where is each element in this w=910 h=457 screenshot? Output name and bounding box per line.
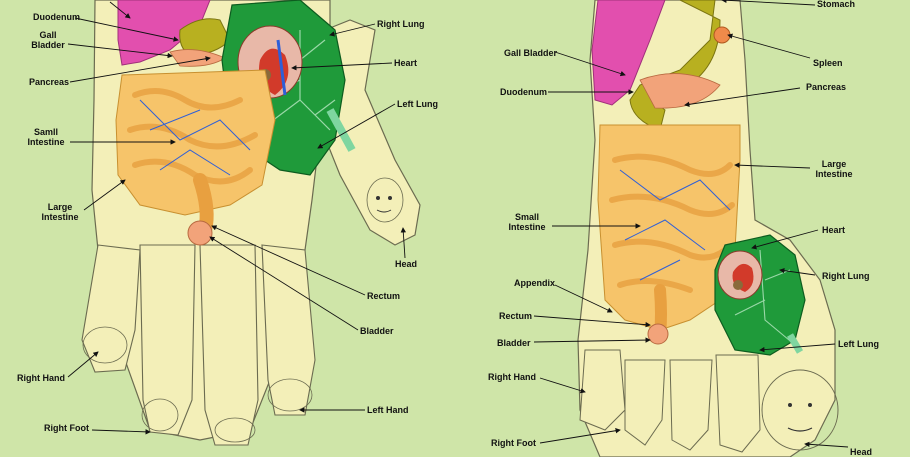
label-left-heart: Heart	[394, 58, 417, 68]
label-left-left-hand: Left Hand	[367, 405, 409, 415]
label-right-rectum: Rectum	[499, 311, 532, 321]
label-left-duodenum: Duodenum	[33, 12, 80, 22]
left-finger-3	[200, 245, 258, 445]
label-right-bladder: Bladder	[497, 338, 531, 348]
label-left-rectum: Rectum	[367, 291, 400, 301]
right-bladder-organ	[648, 324, 668, 344]
left-bladder-organ	[188, 221, 212, 245]
label-right-heart: Heart	[822, 225, 845, 235]
left-finger-2	[140, 245, 195, 435]
label-right-stomach: Stomach	[817, 0, 855, 9]
right-foot-illustration	[578, 0, 838, 457]
left-hand-illustration	[82, 0, 420, 445]
label-left-left-lung: Left Lung	[397, 99, 438, 109]
label-right-duodenum: Duodenum	[500, 87, 547, 97]
label-left-right-lung: Right Lung	[377, 19, 424, 29]
label-right-left-lung: Left Lung	[838, 339, 879, 349]
label-right-spleen: Spleen	[813, 58, 843, 68]
label-right-head: Head	[850, 447, 872, 457]
label-left-head: Head	[395, 259, 417, 269]
label-right-right-lung: Right Lung	[822, 271, 869, 281]
label-left-right-hand: Right Hand	[17, 373, 65, 383]
label-left-gall-bladder: Gall Bladder	[30, 30, 66, 50]
label-left-pancreas: Pancreas	[29, 77, 69, 87]
label-right-appendix: Appendix	[514, 278, 555, 288]
label-left-bladder: Bladder	[360, 326, 394, 336]
right-heart-organ	[718, 251, 762, 299]
label-left-large-intestine: Large Intestine	[38, 202, 82, 222]
left-finger-4	[262, 245, 315, 415]
label-right-right-hand: Right Hand	[488, 372, 536, 382]
label-right-small-intestine: Small Intestine	[505, 212, 549, 232]
label-left-small-intestine: Samll Intestine	[24, 127, 68, 147]
label-right-pancreas: Pancreas	[806, 82, 846, 92]
label-right-right-foot: Right Foot	[491, 438, 536, 448]
label-right-large-intestine: Large Intestine	[812, 159, 856, 179]
label-right-gall-bladder: Gall Bladder	[504, 48, 557, 58]
label-left-right-foot: Right Foot	[44, 423, 89, 433]
